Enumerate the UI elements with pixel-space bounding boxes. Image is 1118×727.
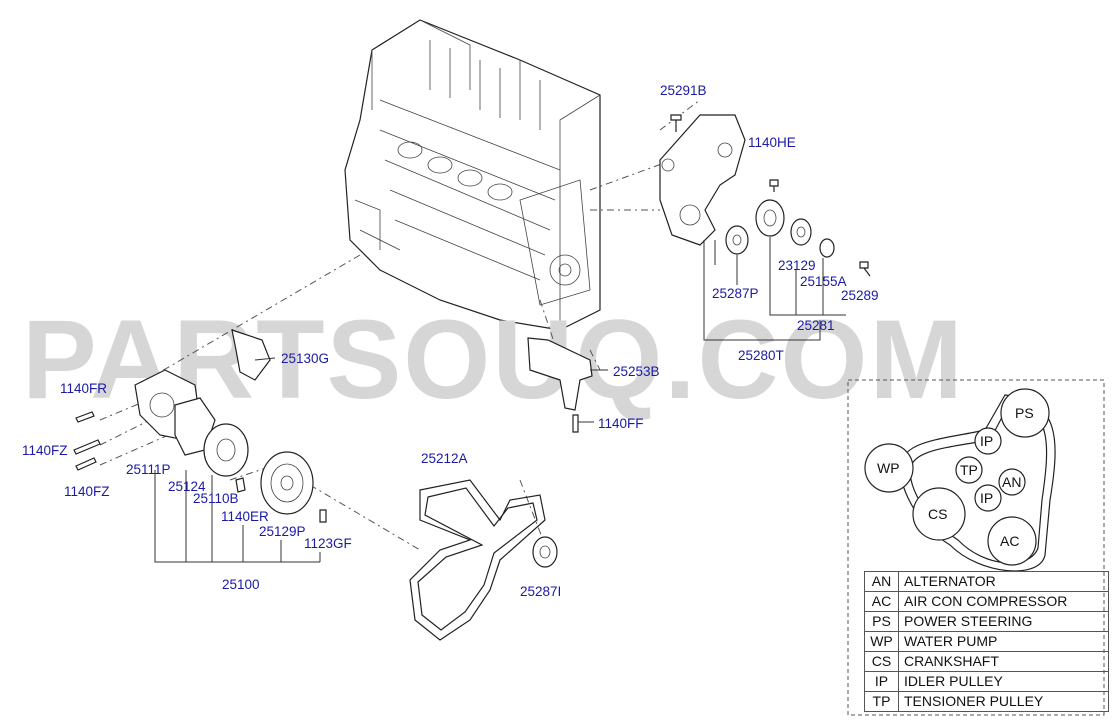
legend-name: IDLER PULLEY — [898, 671, 1109, 692]
belt-routing-frame — [847, 379, 1105, 716]
legend-name: CRANKSHAFT — [898, 651, 1109, 672]
part-label-25155A[interactable]: 25155A — [800, 274, 847, 289]
legend-name: TENSIONER PULLEY — [898, 691, 1109, 712]
pulley-IP-upper — [974, 427, 1002, 455]
part-label-25212A[interactable]: 25212A — [421, 451, 468, 466]
part-label-1123GF[interactable]: 1123GF — [304, 536, 352, 551]
gasket-drawing — [231, 329, 271, 381]
legend-name: WATER PUMP — [898, 631, 1109, 652]
part-label-25280T[interactable]: 25280T — [738, 348, 784, 363]
part-label-25291B[interactable]: 25291B — [660, 83, 707, 98]
drive-belt-drawing — [409, 479, 558, 641]
pulley-label-CS: CS — [928, 506, 947, 522]
pulley-CS — [912, 487, 966, 541]
part-label-25129P[interactable]: 25129P — [259, 524, 306, 539]
legend-abbr: TP — [864, 691, 899, 712]
support-bracket-drawing — [527, 337, 593, 411]
part-label-1140HE[interactable]: 1140HE — [748, 135, 796, 150]
pulley-label-IP: IP — [980, 490, 993, 506]
pulley-label-IP: IP — [980, 433, 993, 449]
legend-name: AIR CON COMPRESSOR — [898, 591, 1109, 612]
part-number-labels: 25291B 1140HE 23129 25155A 25287P 25289 … — [22, 83, 879, 599]
bolt-1140FF-drawing — [572, 414, 579, 433]
legend-row: WP WATER PUMP — [864, 631, 1109, 652]
legend-abbr: WP — [864, 631, 899, 652]
pulley-AN — [998, 468, 1026, 496]
part-label-1140FR[interactable]: 1140FR — [60, 381, 107, 396]
pulley-WP — [864, 443, 914, 493]
part-label-25130G[interactable]: 25130G — [281, 351, 329, 366]
pulley-TP — [955, 456, 983, 484]
pulley-label-PS: PS — [1015, 405, 1034, 421]
legend-abbr: PS — [864, 611, 899, 632]
part-label-25287I[interactable]: 25287I — [520, 584, 561, 599]
legend-row: CS CRANKSHAFT — [864, 651, 1109, 672]
legend-body: AN ALTERNATOR AC AIR CON COMPRESSOR PS P… — [864, 571, 1109, 712]
engine-block-drawing — [344, 19, 601, 331]
part-label-25100[interactable]: 25100 — [222, 577, 260, 592]
legend-row: AN ALTERNATOR — [864, 571, 1109, 592]
part-label-1140FZ[interactable]: 1140FZ — [64, 484, 110, 499]
part-label-25111P[interactable]: 25111P — [126, 462, 171, 477]
part-label-25110B[interactable]: 25110B — [193, 491, 239, 506]
part-label-1140ER[interactable]: 1140ER — [221, 509, 269, 524]
part-label-23129[interactable]: 23129 — [778, 258, 816, 273]
legend-table: AN ALTERNATOR AC AIR CON COMPRESSOR PS P… — [864, 571, 1109, 712]
legend-name: POWER STEERING — [898, 611, 1109, 632]
legend-row: AC AIR CON COMPRESSOR — [864, 591, 1109, 612]
legend-row: PS POWER STEERING — [864, 611, 1109, 632]
part-label-1140FZ[interactable]: 1140FZ — [22, 443, 68, 458]
legend-row: IP IDLER PULLEY — [864, 671, 1109, 692]
part-label-25289[interactable]: 25289 — [841, 288, 879, 303]
part-label-25124[interactable]: 25124 — [168, 479, 206, 494]
pulley-label-AC: AC — [1000, 533, 1019, 549]
legend-abbr: IP — [864, 671, 899, 692]
legend-row: TP TENSIONER PULLEY — [864, 691, 1109, 712]
legend-abbr: AC — [864, 591, 899, 612]
legend-name: ALTERNATOR — [898, 571, 1109, 592]
pulley-label-TP: TP — [960, 462, 978, 478]
legend-abbr: AN — [864, 571, 899, 592]
legend-abbr: CS — [864, 651, 899, 672]
pulley-label-WP: WP — [877, 460, 900, 476]
water-pump-drawing — [73, 369, 327, 523]
part-label-25281[interactable]: 25281 — [797, 318, 835, 333]
pulley-label-AN: AN — [1002, 474, 1021, 490]
part-label-25287P[interactable]: 25287P — [712, 286, 759, 301]
part-label-1140FF[interactable]: 1140FF — [598, 416, 644, 431]
pulley-IP-lower — [974, 484, 1002, 512]
pulley-PS — [1000, 388, 1050, 438]
part-label-25253B[interactable]: 25253B — [613, 364, 660, 379]
bracket-assembly-drawing — [659, 114, 871, 277]
leader-lines — [154, 237, 846, 563]
pulley-AC — [987, 516, 1037, 566]
belt-routing-diagram: PS IP WP TP AN IP CS AC — [864, 388, 1056, 572]
